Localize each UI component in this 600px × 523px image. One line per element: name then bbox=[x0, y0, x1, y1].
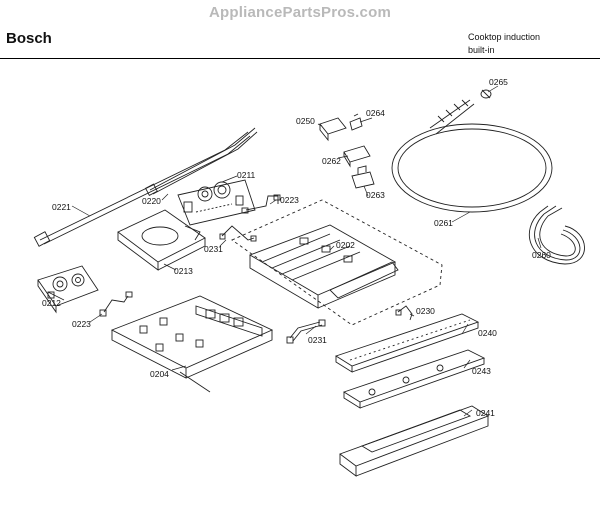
label-0230: 0230 bbox=[416, 306, 435, 316]
label-0243: 0243 bbox=[472, 366, 491, 376]
description-line-1: Cooktop induction bbox=[468, 32, 541, 42]
part-0213-coil-plate bbox=[117, 209, 206, 271]
part-0204-control-board bbox=[110, 295, 274, 393]
part-0241-frame bbox=[339, 405, 490, 477]
label-0240: 0240 bbox=[478, 328, 497, 338]
label-0213: 0213 bbox=[174, 266, 193, 276]
part-0262-clip bbox=[343, 145, 371, 168]
part-0261-hose bbox=[391, 99, 553, 213]
part-0220-cable bbox=[144, 127, 258, 197]
leader-lines bbox=[47, 85, 542, 417]
label-0211: 0211 bbox=[237, 170, 256, 180]
label-0223-upper: 0223 bbox=[280, 195, 299, 205]
label-0204: 0204 bbox=[150, 369, 169, 379]
part-0223-connector-lower bbox=[99, 291, 133, 317]
part-0265-hose-cap bbox=[480, 89, 492, 99]
part-0223-connector-upper bbox=[241, 194, 281, 214]
label-0231-upper: 0231 bbox=[204, 244, 223, 254]
label-0220: 0220 bbox=[142, 196, 161, 206]
label-0231-lower: 0231 bbox=[308, 335, 327, 345]
part-0202-power-board bbox=[248, 224, 399, 309]
part-0212-filter-board bbox=[37, 265, 99, 314]
part-0264-clip bbox=[349, 113, 363, 131]
watermark: AppliancePartsPros.com bbox=[209, 4, 391, 21]
label-0260: 0260 bbox=[532, 250, 551, 260]
header-rule bbox=[0, 58, 600, 59]
label-0212: 0212 bbox=[42, 298, 61, 308]
part-0230-connector bbox=[395, 305, 413, 321]
part-0263-clip bbox=[351, 165, 375, 189]
label-0223-lower: 0223 bbox=[72, 319, 91, 329]
label-0221: 0221 bbox=[52, 202, 71, 212]
description-line-2: built-in bbox=[468, 45, 495, 55]
label-0261: 0261 bbox=[434, 218, 453, 228]
label-0262: 0262 bbox=[322, 156, 341, 166]
label-0241: 0241 bbox=[476, 408, 495, 418]
part-0211-filter-board bbox=[177, 179, 256, 226]
label-0202: 0202 bbox=[336, 240, 355, 250]
model-description: Cooktop induction built-in bbox=[468, 31, 540, 57]
part-0260-wire-harness bbox=[529, 205, 585, 265]
part-0240-touch-strip bbox=[334, 313, 480, 373]
part-0250-bracket bbox=[319, 117, 347, 142]
part-0243-display-strip bbox=[342, 349, 486, 409]
part-0231-connector-upper bbox=[219, 225, 257, 242]
label-0265: 0265 bbox=[489, 77, 508, 87]
label-0250: 0250 bbox=[296, 116, 315, 126]
label-0264: 0264 bbox=[366, 108, 385, 118]
brand-title: Bosch bbox=[6, 30, 52, 47]
label-0263: 0263 bbox=[366, 190, 385, 200]
